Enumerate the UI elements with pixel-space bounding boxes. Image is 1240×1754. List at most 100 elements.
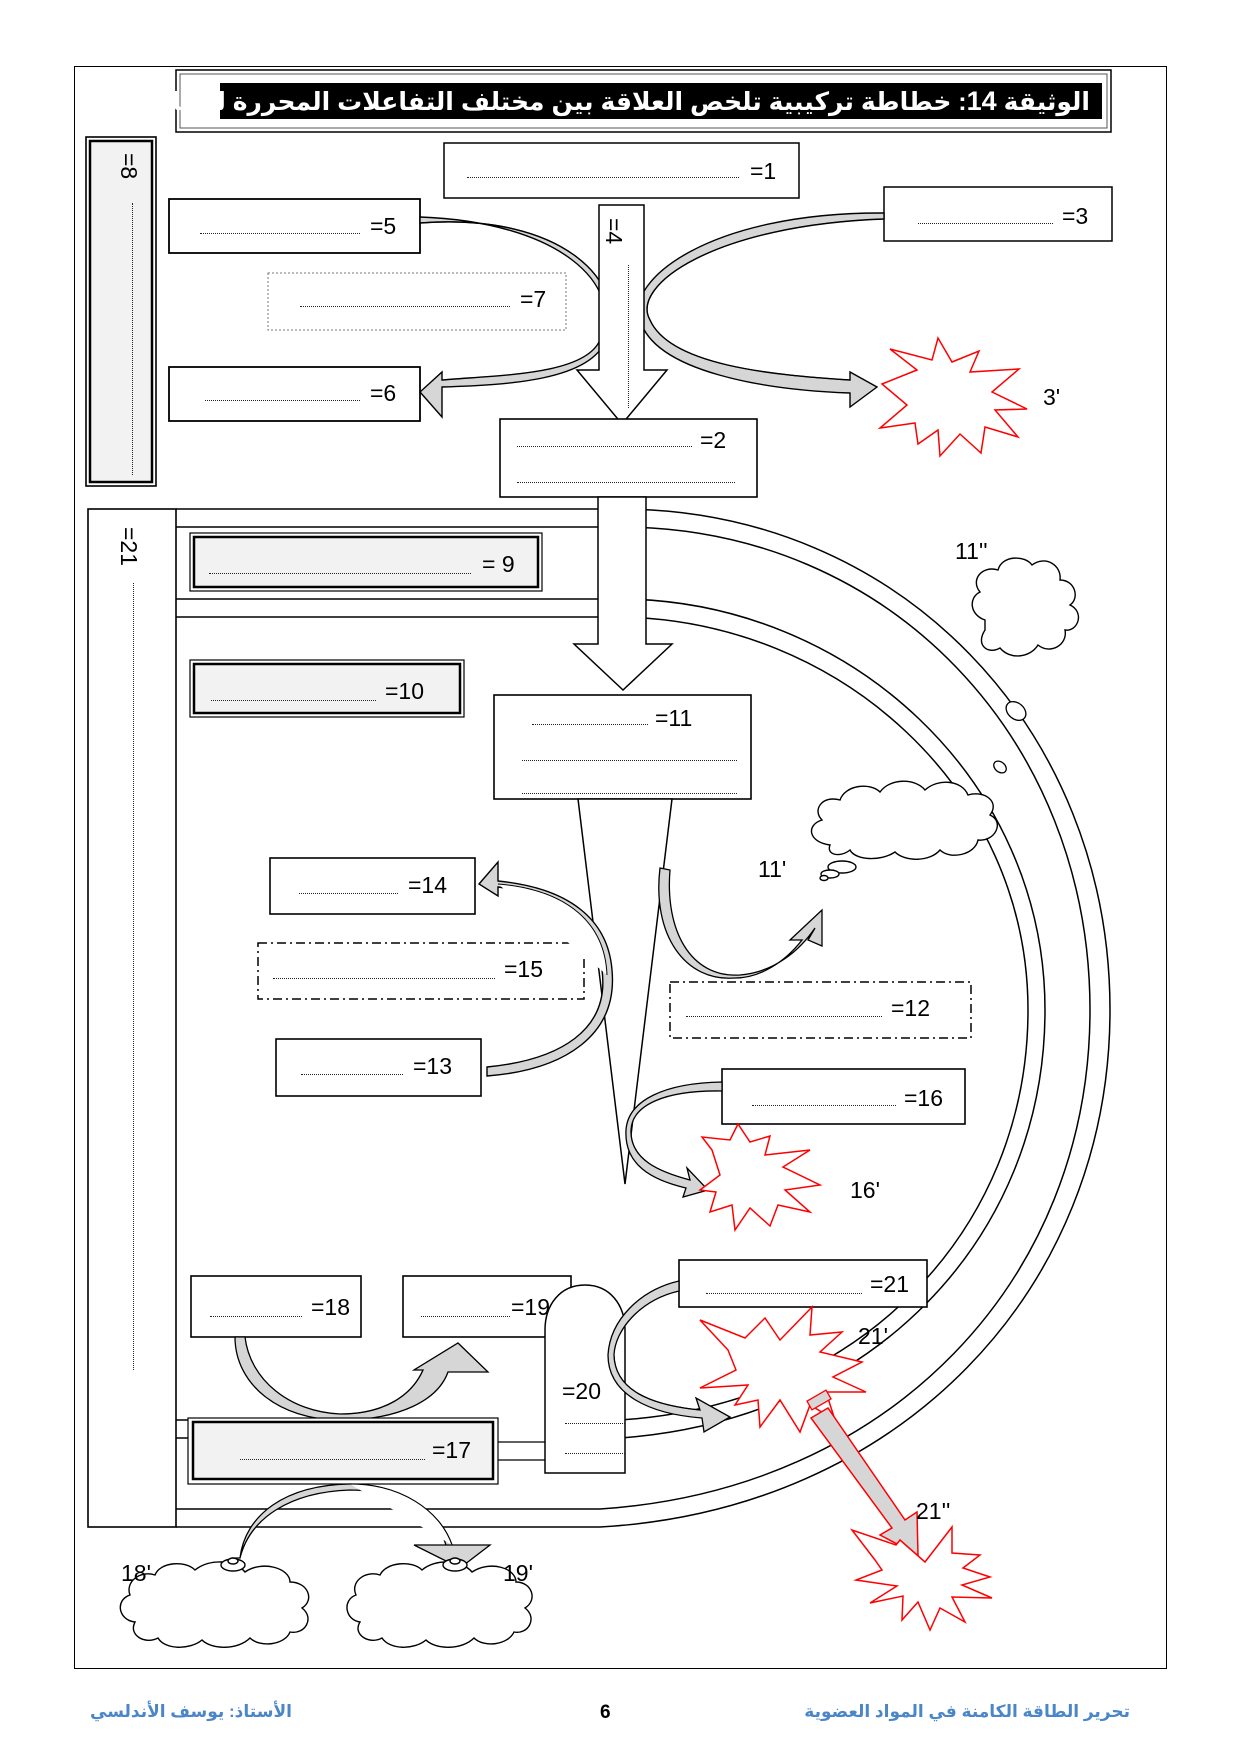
label-3prime: 3' <box>1043 384 1061 410</box>
footer-course-title: تحرير الطاقة الكامنة في المواد العضوية <box>804 1702 1130 1721</box>
label-13: =13 <box>413 1053 453 1079</box>
answer-line-6[interactable] <box>205 400 360 401</box>
cone-funnel <box>577 798 673 1185</box>
page-frame <box>74 66 1167 1669</box>
arrow-to-16-and-16prime <box>625 1081 723 1198</box>
title-prefix: الوثيقة <box>1003 88 1090 116</box>
box-12 <box>669 981 972 1039</box>
answer-line-19[interactable] <box>421 1316 510 1317</box>
label-21prime: 21' <box>858 1323 888 1349</box>
box-5 <box>168 198 421 254</box>
label-9: = 9 <box>482 551 515 577</box>
answer-line-11c[interactable] <box>522 793 737 794</box>
box-21 <box>678 1259 928 1308</box>
label-6: =6 <box>370 380 397 406</box>
cloud-11doubleprime <box>971 557 1080 657</box>
label-17: =17 <box>432 1437 472 1463</box>
label-4: =4 <box>601 218 627 245</box>
title-text: : خطاطة تركيبية تلخص العلاقة بين مختلف ا… <box>134 88 967 116</box>
answer-line-8[interactable] <box>132 203 133 475</box>
explosion-16prime <box>698 1122 823 1233</box>
arrow-21-loop <box>607 1280 732 1434</box>
answer-line-3[interactable] <box>918 223 1053 224</box>
answer-line-4[interactable] <box>628 265 629 408</box>
box-11 <box>493 694 752 800</box>
box-10 <box>189 659 465 718</box>
label-14: =14 <box>408 872 448 898</box>
arrow-4-down <box>575 204 669 426</box>
label-7: =7 <box>520 286 547 312</box>
label-1: =1 <box>750 158 777 184</box>
label-19prime: 19' <box>503 1560 533 1586</box>
cloud-18prime <box>119 1557 310 1648</box>
label-12: =12 <box>891 995 931 1021</box>
membrane-stubs-17 <box>498 1441 545 1461</box>
label-21-side: =21 <box>116 527 142 567</box>
answer-line-12[interactable] <box>686 1016 882 1017</box>
box-18 <box>190 1275 362 1338</box>
answer-line-14[interactable] <box>299 893 398 894</box>
arrow-18prime-to-19prime <box>232 1483 492 1569</box>
box-16 <box>721 1068 966 1125</box>
answer-line-18[interactable] <box>210 1316 302 1317</box>
label-2: =2 <box>700 427 727 453</box>
label-3: =3 <box>1062 203 1089 229</box>
cloud-19prime <box>346 1557 533 1648</box>
answer-line-10[interactable] <box>211 700 376 701</box>
label-11doubleprime: 11'' <box>955 538 988 564</box>
title-frame <box>175 69 1112 133</box>
label-11: =11 <box>655 705 693 731</box>
answer-line-20b[interactable] <box>565 1453 625 1454</box>
arrow-21prime-to-21doubleprime <box>806 1389 919 1557</box>
document-title: الوثيقة 14: خطاطة تركيبية تلخص العلاقة ب… <box>134 83 1102 119</box>
answer-line-2a[interactable] <box>517 446 692 447</box>
answer-line-1[interactable] <box>467 177 739 178</box>
answer-line-13[interactable] <box>301 1074 403 1075</box>
answer-line-7[interactable] <box>300 306 510 307</box>
box-8 <box>85 136 157 487</box>
label-11prime: 11' <box>758 856 787 882</box>
answer-line-9[interactable] <box>209 573 471 574</box>
label-19: =19 <box>511 1294 551 1320</box>
answer-line-5[interactable] <box>200 233 360 234</box>
box-1 <box>443 142 800 199</box>
answer-line-11b[interactable] <box>522 760 737 761</box>
label-5: =5 <box>370 213 397 239</box>
answer-line-15[interactable] <box>273 978 495 979</box>
answer-line-17[interactable] <box>240 1459 425 1460</box>
answer-line-11a[interactable] <box>532 724 648 725</box>
arrow-13-to-14 <box>477 860 614 1077</box>
box-7 <box>267 272 567 331</box>
explosion-3prime <box>877 336 1028 458</box>
footer-page-number: 6 <box>600 1702 611 1723</box>
box-13 <box>275 1038 482 1097</box>
label-15: =15 <box>504 956 544 982</box>
box-9 <box>189 532 543 592</box>
footer-author: الأستاذ: يوسف الأندلسي <box>90 1702 292 1721</box>
box-3 <box>883 186 1113 242</box>
answer-line-21-side[interactable] <box>133 583 134 1370</box>
box-15 <box>257 942 585 1000</box>
box-21-side <box>87 508 177 1528</box>
title-number: 14 <box>966 86 997 116</box>
answer-line-2b[interactable] <box>517 482 735 483</box>
explosion-21prime <box>699 1304 867 1434</box>
answer-line-21[interactable] <box>706 1293 862 1294</box>
box-6 <box>168 366 421 422</box>
answer-line-20a[interactable] <box>565 1423 625 1424</box>
label-8: =8 <box>116 153 142 180</box>
box-14 <box>269 857 476 915</box>
label-18prime: 18' <box>121 1560 151 1586</box>
answer-line-16[interactable] <box>752 1105 896 1106</box>
label-16: =16 <box>904 1085 944 1111</box>
label-20: =20 <box>562 1378 602 1404</box>
label-21doubleprime: 21'' <box>916 1498 951 1524</box>
box-2 <box>499 418 758 498</box>
box-17 <box>187 1417 499 1485</box>
box-19 <box>402 1275 572 1338</box>
arrow-18-to-19 <box>234 1336 490 1421</box>
label-18: =18 <box>311 1294 351 1320</box>
arrow-3-to-3prime <box>637 212 885 409</box>
label-10: =10 <box>385 678 425 704</box>
